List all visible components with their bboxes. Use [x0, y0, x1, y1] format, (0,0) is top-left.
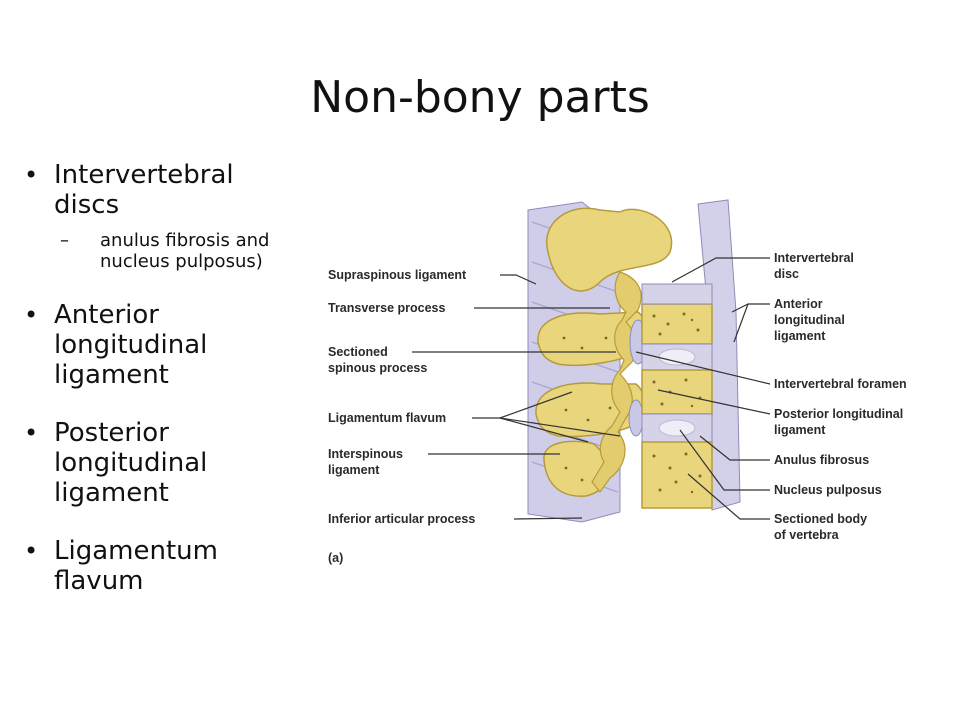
- vertebral-body-3: [641, 441, 713, 509]
- label-anterior-1: Anterior: [774, 297, 823, 311]
- label-sectioned-body-1: Sectioned body: [774, 512, 867, 526]
- bullet-text: Ligamentum flavum: [54, 536, 218, 596]
- bullet-text: Intervertebral discs: [54, 160, 234, 220]
- bullet-text: Anterior longitudinal ligament: [54, 300, 208, 390]
- bullet-anterior-longitudinal: Anterior longitudinal ligament: [20, 300, 290, 390]
- sub-bullet-text: anulus fibrosis and nucleus pulposus): [100, 230, 270, 272]
- disc-top: [641, 283, 713, 305]
- label-posterior-2: ligament: [774, 423, 826, 437]
- label-posterior-1: Posterior longitudinal: [774, 407, 903, 421]
- label-transverse-process: Transverse process: [328, 301, 445, 315]
- sub-bullet-list: – anulus fibrosis and nucleus pulposus): [54, 230, 290, 272]
- bullet-intervertebral-discs: Intervertebral discs – anulus fibrosis a…: [20, 160, 290, 272]
- label-inferior-articular-process: Inferior articular process: [328, 512, 475, 526]
- dash-marker: –: [60, 230, 69, 251]
- label-sectioned-spinous-1: Sectioned: [328, 345, 388, 359]
- spine-illustration: [527, 199, 741, 523]
- leader-lines: [412, 257, 771, 520]
- label-intervertebral-foramen: Intervertebral foramen: [774, 377, 907, 391]
- label-intervertebral-disc-2: disc: [774, 267, 799, 281]
- left-labels: Supraspinous ligament Transverse process…: [328, 268, 475, 565]
- label-supraspinous-ligament: Supraspinous ligament: [328, 268, 467, 282]
- label-anulus-fibrosus: Anulus fibrosus: [774, 453, 869, 467]
- spinous-process-upper: [545, 207, 673, 292]
- label-nucleus-pulposus: Nucleus pulposus: [774, 483, 882, 497]
- label-sectioned-body-2: of vertebra: [774, 528, 840, 542]
- spine-diagram: Supraspinous ligament Transverse process…: [328, 199, 907, 565]
- label-interspinous-2: ligament: [328, 463, 380, 477]
- vertebral-body-1: [641, 303, 713, 345]
- slide-title: Non-bony parts: [310, 72, 650, 123]
- label-interspinous-1: Interspinous: [328, 447, 403, 461]
- bullet-list: Intervertebral discs – anulus fibrosis a…: [20, 160, 290, 624]
- label-ligamentum-flavum: Ligamentum flavum: [328, 411, 446, 425]
- vertebral-body-2: [641, 369, 713, 415]
- label-anterior-2: longitudinal: [774, 313, 845, 327]
- panel-label: (a): [328, 551, 343, 565]
- bullet-ligamentum-flavum: Ligamentum flavum: [20, 536, 290, 596]
- sub-bullet-anulus: – anulus fibrosis and nucleus pulposus): [54, 230, 290, 272]
- label-sectioned-spinous-2: spinous process: [328, 361, 427, 375]
- label-intervertebral-disc-1: Intervertebral: [774, 251, 854, 265]
- label-anterior-3: ligament: [774, 329, 826, 343]
- bullet-posterior-longitudinal: Posterior longitudinal ligament: [20, 418, 290, 508]
- bullet-text: Posterior longitudinal ligament: [54, 418, 208, 508]
- right-labels: Intervertebral disc Anterior longitudina…: [774, 251, 907, 542]
